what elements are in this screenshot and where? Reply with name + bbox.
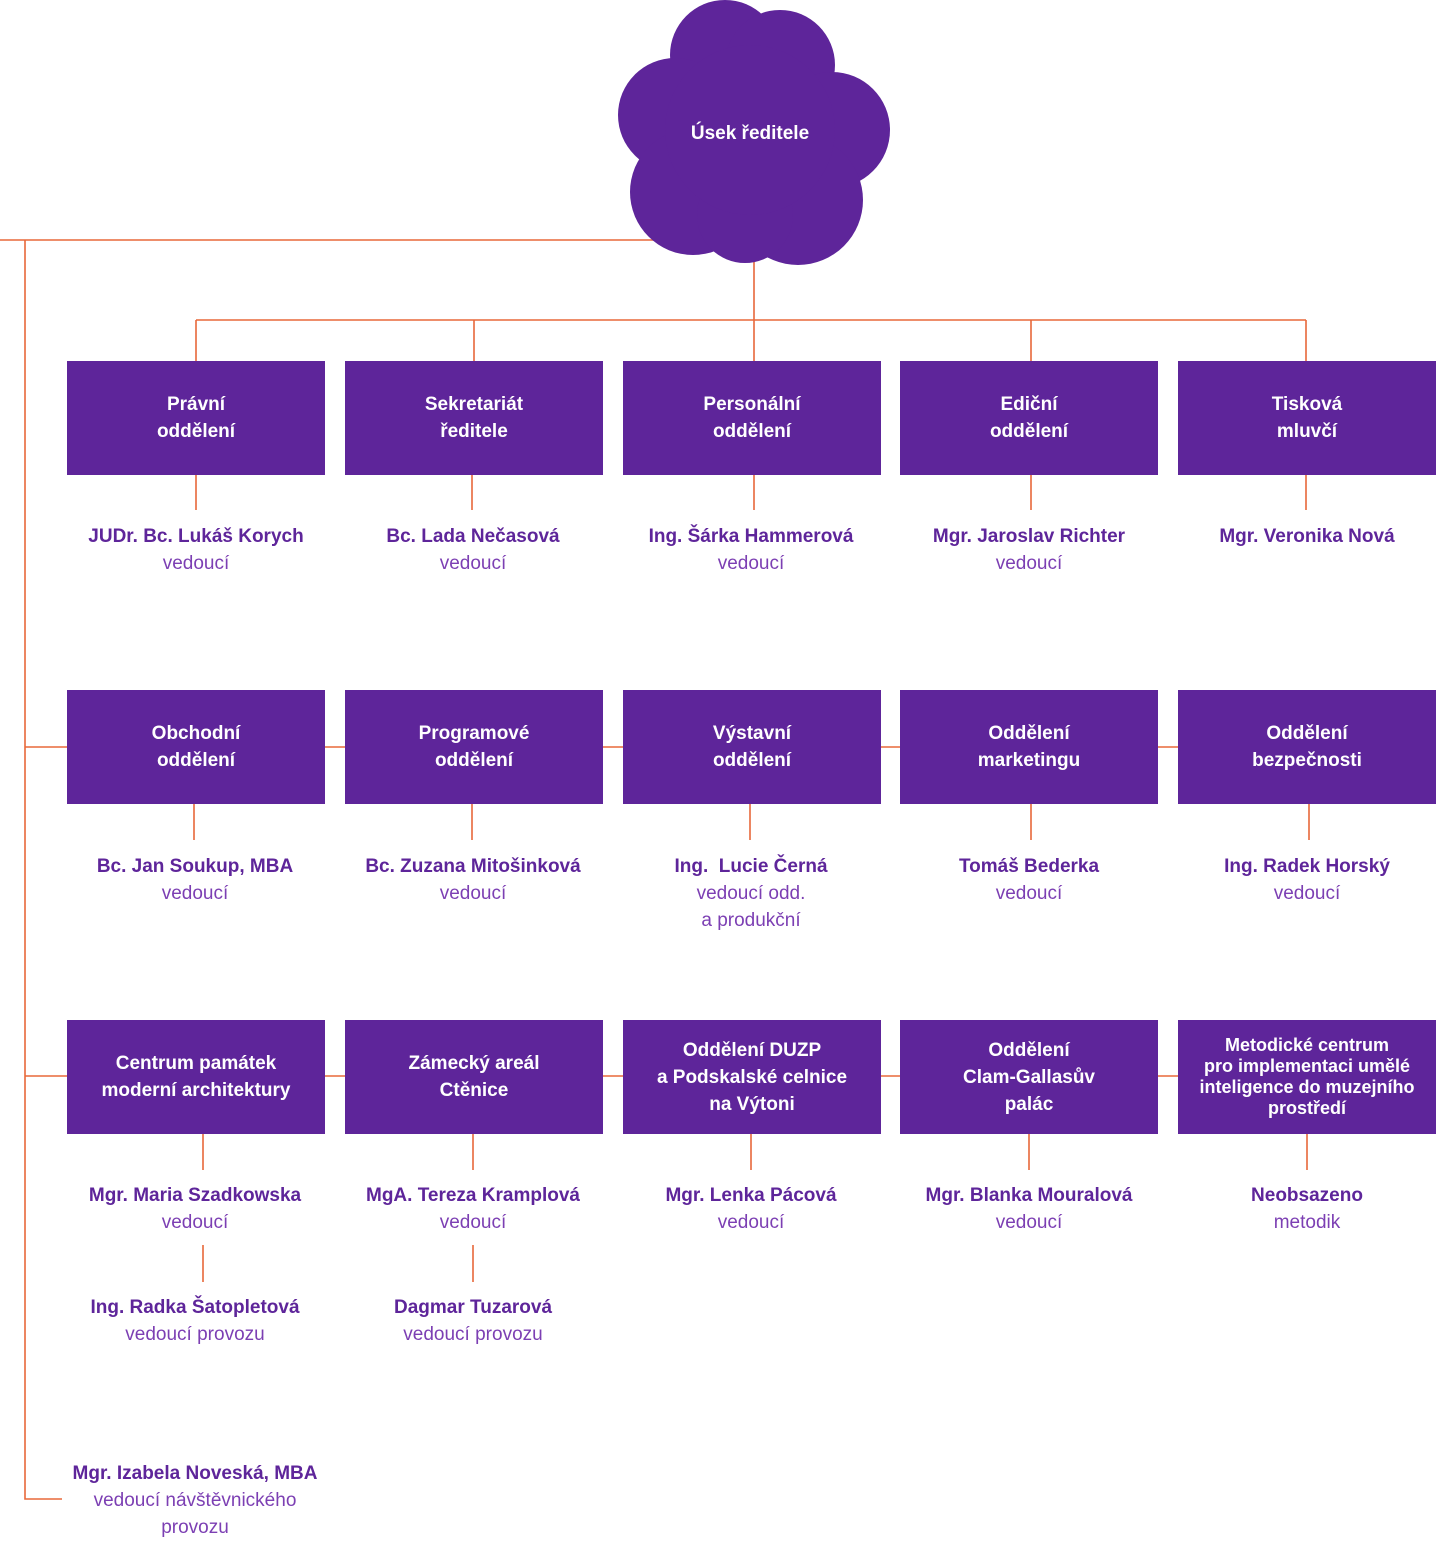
unit-box[interactable]: Sekretariát ředitele [345, 361, 603, 475]
unit-box[interactable]: Ediční oddělení [900, 361, 1158, 475]
person-name: Mgr. Blanka Mouralová [925, 1185, 1133, 1206]
unit-box[interactable]: Zámecký areál Ctěnice [345, 1020, 603, 1134]
person-name: Dagmar Tuzarová [393, 1297, 553, 1318]
person-role: vedoucí [162, 553, 230, 574]
unit-label: Oddělení bezpečnosti [1252, 723, 1362, 771]
person-role: vedoucí [717, 1212, 785, 1233]
person-role: vedoucí [439, 553, 507, 574]
unit-label: Zámecký areál Ctěnice [408, 1053, 540, 1101]
unit-box[interactable]: Centrum památek moderní architektury [67, 1020, 325, 1134]
cloud-shape [618, 0, 890, 265]
person-role: vedoucí návštěvnického provozu [93, 1490, 297, 1538]
unit-person: Tomáš Bederka vedoucí [879, 853, 1179, 907]
root-node[interactable]: Úsek ředitele [600, 0, 900, 275]
person-name: Neobsazeno [1251, 1185, 1363, 1206]
unit-person: Mgr. Lenka Pácová vedoucí [601, 1182, 901, 1236]
unit-label: Centrum památek moderní architektury [101, 1053, 291, 1101]
person-name: Ing. Šárka Hammerová [648, 526, 854, 547]
person-role: vedoucí [161, 883, 229, 904]
unit-box[interactable]: Právní oddělení [67, 361, 325, 475]
person-name: JUDr. Bc. Lukáš Korych [88, 526, 304, 547]
person-role: vedoucí [717, 553, 785, 574]
unit-person: Neobsazeno metodik [1157, 1182, 1443, 1236]
unit-box[interactable]: Výstavní oddělení [623, 690, 881, 804]
unit-person: Mgr. Blanka Mouralová vedoucí [879, 1182, 1179, 1236]
person-role: vedoucí [439, 1212, 507, 1233]
person-name: Mgr. Jaroslav Richter [932, 526, 1126, 547]
unit-person: Mgr. Veronika Nová [1157, 523, 1443, 550]
unit-person: MgA. Tereza Kramplová vedoucí [323, 1182, 623, 1236]
unit-label: Obchodní oddělení [151, 723, 241, 771]
person-name: Ing. Lucie Černá [674, 856, 828, 877]
person-name: Mgr. Veronika Nová [1219, 526, 1395, 547]
unit-box[interactable]: Metodické centrum pro implementaci umělé… [1178, 1020, 1436, 1134]
unit-person: Ing. Radek Horský vedoucí [1157, 853, 1443, 907]
unit-label: Metodické centrum pro implementaci umělé… [1199, 1035, 1415, 1118]
unit-label: Oddělení DUZP a Podskalské celnice na Vý… [656, 1039, 848, 1115]
person-name: Mgr. Maria Szadkowska [88, 1185, 302, 1206]
unit-person: Bc. Zuzana Mitošinková vedoucí [323, 853, 623, 907]
person-role: vedoucí [995, 553, 1063, 574]
unit-person: JUDr. Bc. Lukáš Korych vedoucí [46, 523, 346, 577]
unit-person: Bc. Lada Nečasová vedoucí [323, 523, 623, 577]
person-role: vedoucí [995, 883, 1063, 904]
unit-person: Ing. Šárka Hammerová vedoucí [601, 523, 901, 577]
unit-person: Ing. Lucie Černá vedoucí odd. a produkční [601, 853, 901, 934]
unit-label: Oddělení Clam-Gallasův palác [963, 1039, 1095, 1115]
unit-box[interactable]: Personální oddělení [623, 361, 881, 475]
person-role: vedoucí odd. a produkční [696, 883, 806, 931]
unit-box[interactable]: Oddělení DUZP a Podskalské celnice na Vý… [623, 1020, 881, 1134]
unit-person: Ing. Radka Šatopletová vedoucí provozu [45, 1294, 345, 1348]
unit-person: Dagmar Tuzarová vedoucí provozu [323, 1294, 623, 1348]
unit-label: Programové oddělení [418, 723, 530, 771]
person-name: Ing. Radka Šatopletová [90, 1297, 300, 1318]
unit-label: Sekretariát ředitele [424, 394, 524, 442]
unit-person: Mgr. Jaroslav Richter vedoucí [879, 523, 1179, 577]
person-name: Ing. Radek Horský [1224, 856, 1390, 877]
person-role: vedoucí [1273, 883, 1341, 904]
person-name: Bc. Lada Nečasová [386, 526, 560, 547]
person-name: Tomáš Bederka [958, 856, 1100, 877]
person-role: vedoucí provozu [403, 1324, 543, 1345]
person-name: Bc. Zuzana Mitošinková [365, 856, 581, 877]
person-name: Mgr. Izabela Noveská, MBA [72, 1463, 318, 1484]
unit-box[interactable]: Obchodní oddělení [67, 690, 325, 804]
unit-label: Personální oddělení [703, 394, 801, 442]
unit-box[interactable]: Oddělení marketingu [900, 690, 1158, 804]
person-name: MgA. Tereza Kramplová [366, 1185, 580, 1206]
main-spine [24, 240, 62, 1500]
unit-person: Mgr. Maria Szadkowska vedoucí [45, 1182, 345, 1236]
unit-person: Bc. Jan Soukup, MBA vedoucí [45, 853, 345, 907]
unit-label: Oddělení marketingu [977, 723, 1081, 771]
unit-label: Ediční oddělení [989, 394, 1069, 442]
unit-box[interactable]: Programové oddělení [345, 690, 603, 804]
unit-label: Výstavní oddělení [712, 723, 792, 771]
unit-label: Tisková mluvčí [1271, 394, 1343, 442]
root-label: Úsek ředitele [690, 123, 810, 144]
person-name: Bc. Jan Soukup, MBA [96, 856, 294, 877]
person-role: vedoucí [161, 1212, 229, 1233]
person-role: vedoucí [439, 883, 507, 904]
person-role: vedoucí [995, 1212, 1063, 1233]
unit-label: Právní oddělení [156, 394, 236, 442]
person-role: metodik [1273, 1212, 1341, 1233]
unit-box[interactable]: Oddělení bezpečnosti [1178, 690, 1436, 804]
standalone-person: Mgr. Izabela Noveská, MBA vedoucí návště… [45, 1460, 345, 1541]
unit-box[interactable]: Oddělení Clam-Gallasův palác [900, 1020, 1158, 1134]
person-role: vedoucí provozu [125, 1324, 265, 1345]
unit-box[interactable]: Tisková mluvčí [1178, 361, 1436, 475]
person-name: Mgr. Lenka Pácová [665, 1185, 837, 1206]
